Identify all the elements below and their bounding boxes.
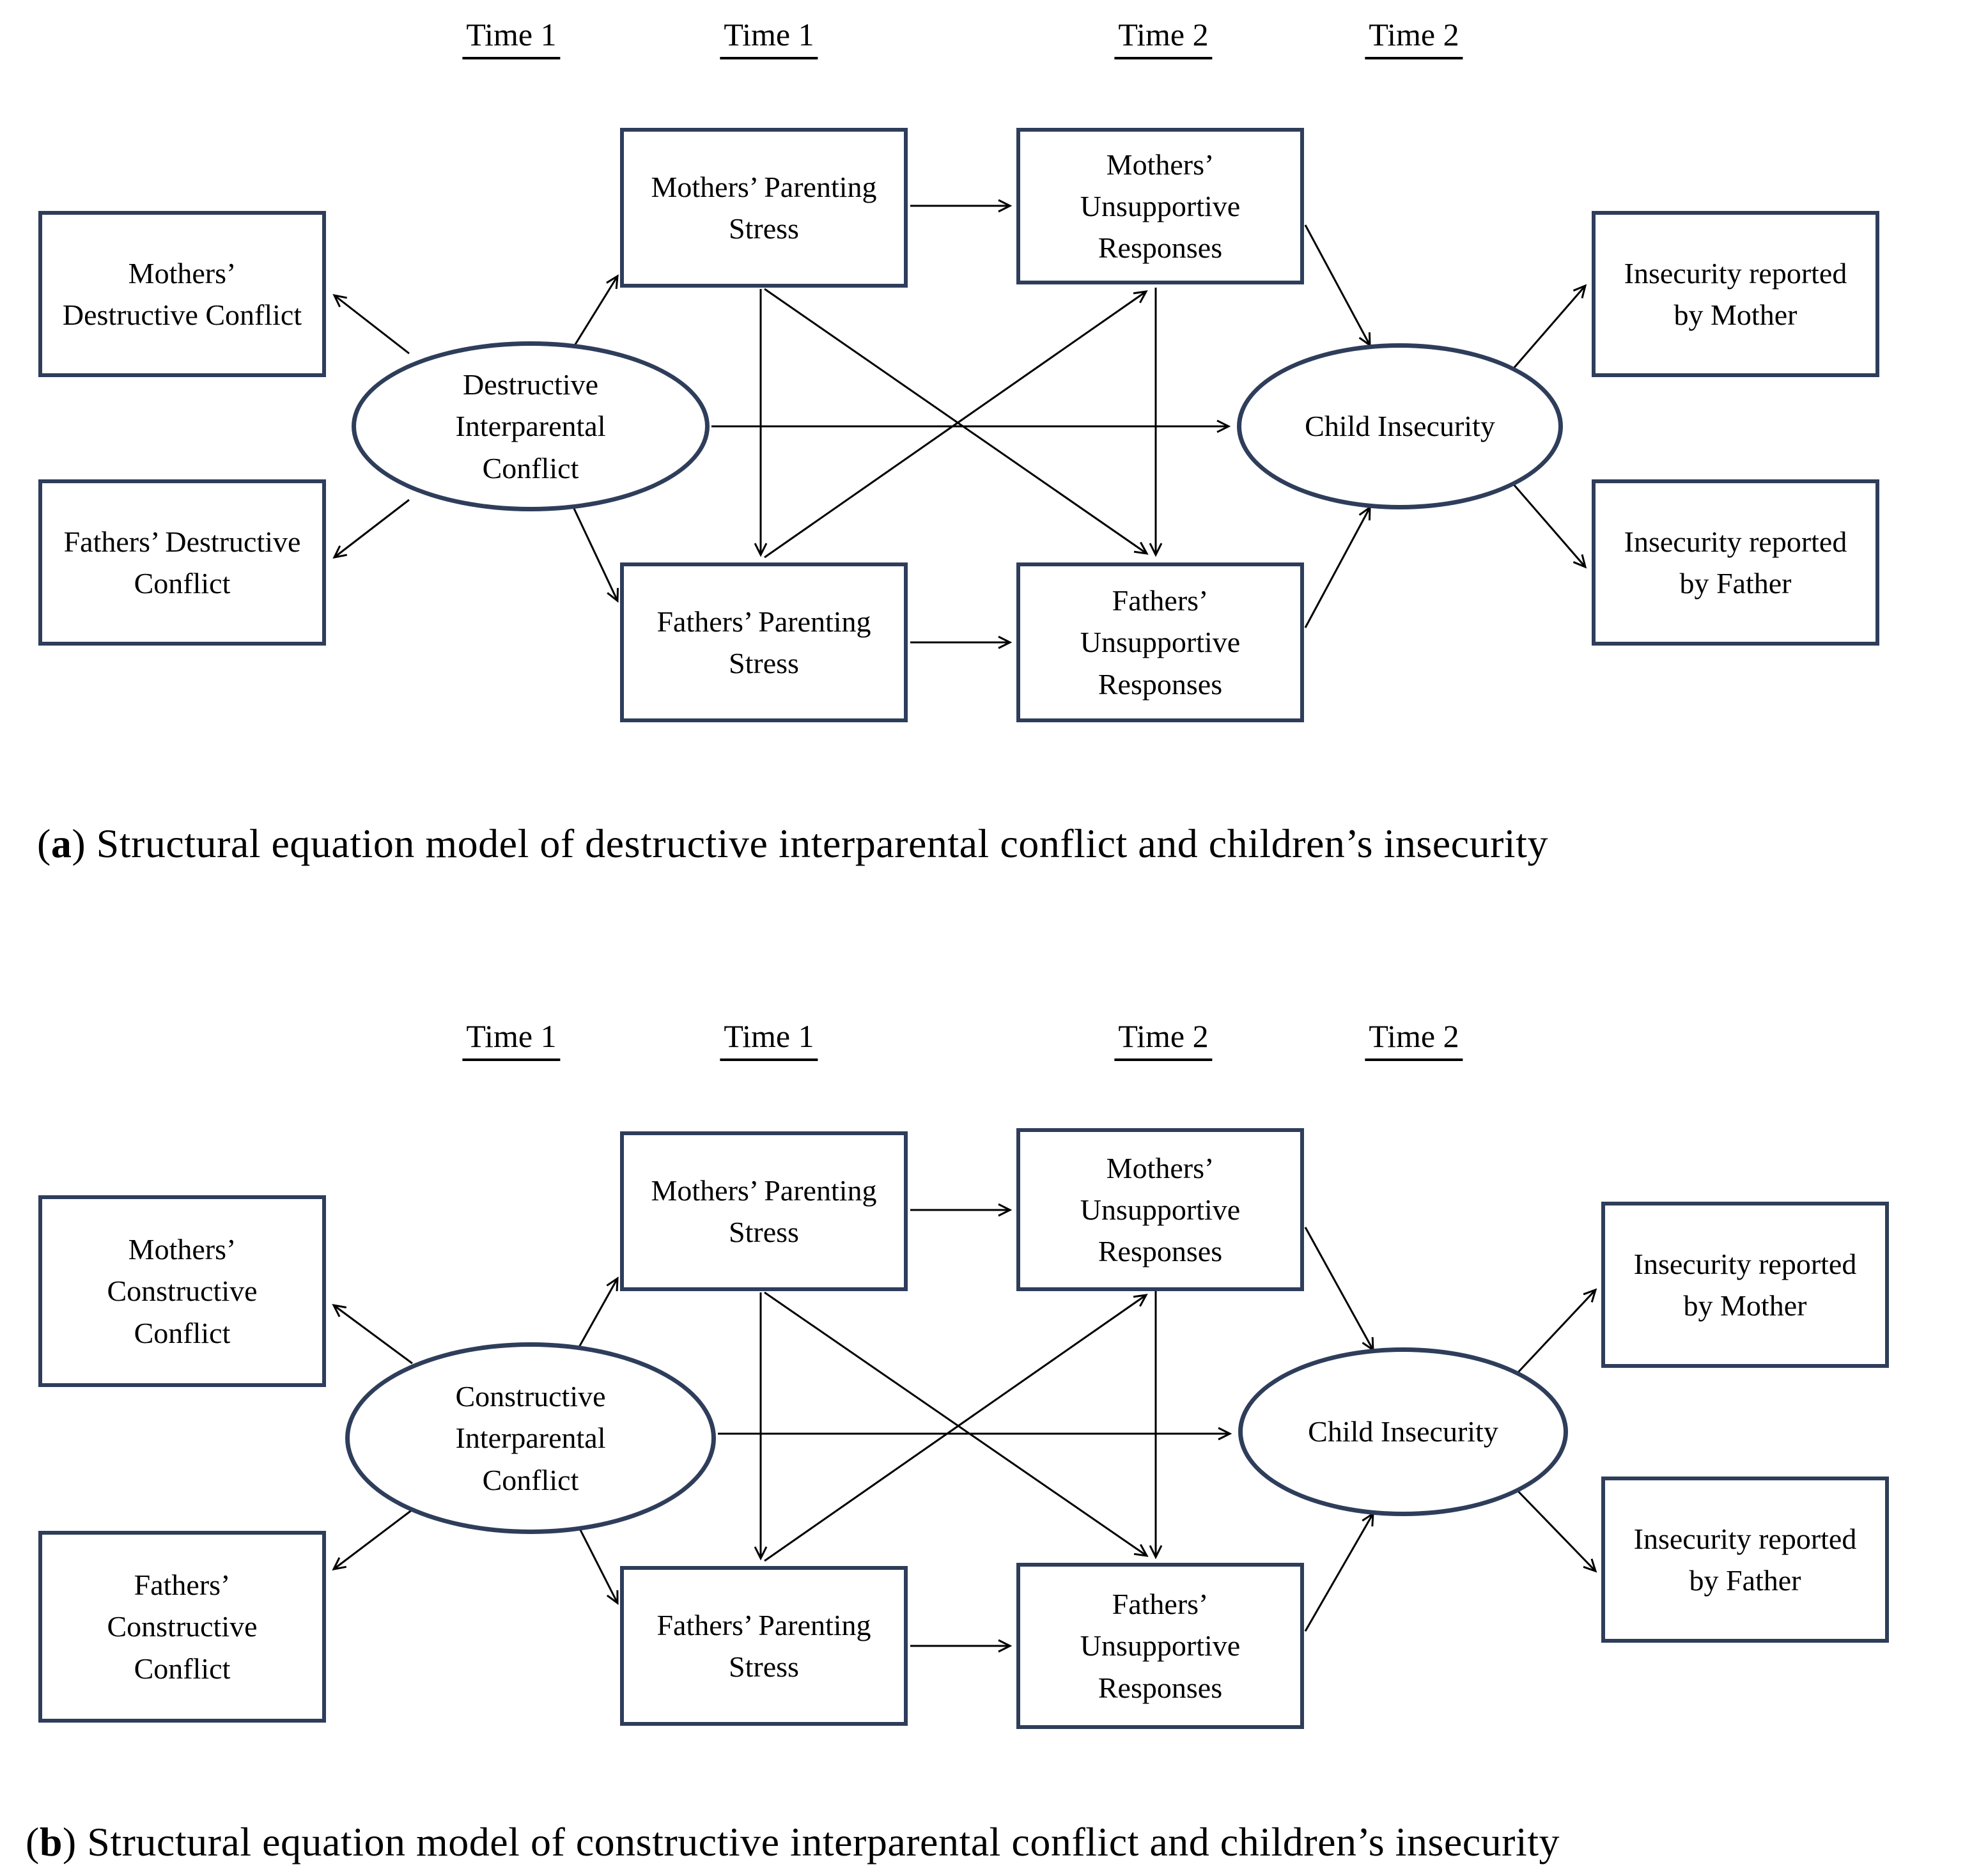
arrow-a-child-insecurity-to-insecurity-mother xyxy=(1512,284,1587,369)
ellipse-label: Constructive Interparental Conflict xyxy=(455,1380,606,1496)
box-a-mothers-unsupportive-responses: Mothers’ Unsupportive Responses xyxy=(1016,128,1304,284)
arrow-b-latent-to-father-conflict xyxy=(332,1508,413,1571)
box-label: Fathers’ Parenting Stress xyxy=(656,1608,871,1683)
time-label-b-1: Time 1 xyxy=(462,1018,561,1061)
box-b-fathers-parenting-stress: Fathers’ Parenting Stress xyxy=(620,1566,908,1726)
box-label: Mothers’ Parenting Stress xyxy=(651,1174,877,1248)
box-label: Fathers’ Constructive Conflict xyxy=(107,1569,258,1685)
time-label-a-2: Time 1 xyxy=(720,16,818,59)
box-label: Insecurity reported by Father xyxy=(1633,1522,1857,1597)
box-label: Mothers’ Destructive Conflict xyxy=(62,256,302,331)
caption-paren-open: ( xyxy=(37,821,51,866)
arrow-b-child-insecurity-to-insecurity-mother xyxy=(1515,1288,1597,1376)
arrow-b-mother-stress-to-father-responses xyxy=(764,1291,1149,1557)
arrow-a-latent-to-mother-conflict xyxy=(332,293,410,355)
ellipse-a-destructive-interparental-conflict: Destructive Interparental Conflict xyxy=(352,341,710,511)
arrow-a-child-insecurity-to-insecurity-father xyxy=(1512,484,1587,569)
box-label: Mothers’ Unsupportive Responses xyxy=(1080,1151,1241,1268)
box-a-fathers-destructive-conflict: Fathers’ Destructive Conflict xyxy=(38,479,326,646)
box-b-insecurity-reported-by-father: Insecurity reported by Father xyxy=(1601,1477,1889,1643)
box-label: Fathers’ Unsupportive Responses xyxy=(1080,584,1241,701)
box-a-mothers-destructive-conflict: Mothers’ Destructive Conflict xyxy=(38,211,326,377)
arrow-a-father-responses-to-child-insecurity xyxy=(1304,506,1371,628)
box-label: Insecurity reported by Mother xyxy=(1633,1247,1857,1322)
ellipse-a-child-insecurity: Child Insecurity xyxy=(1237,343,1563,509)
time-label-a-4: Time 2 xyxy=(1365,16,1463,59)
time-label-a-1: Time 1 xyxy=(462,16,561,59)
arrow-a-latent-to-father-conflict xyxy=(332,499,410,559)
box-a-fathers-unsupportive-responses: Fathers’ Unsupportive Responses xyxy=(1016,562,1304,722)
time-label-b-3: Time 2 xyxy=(1114,1018,1213,1061)
arrow-a-father-stress-to-mother-responses xyxy=(764,290,1148,559)
arrow-b-father-stress-to-mother-responses xyxy=(764,1294,1148,1562)
box-a-insecurity-reported-by-mother: Insecurity reported by Mother xyxy=(1592,211,1879,377)
box-b-mothers-constructive-conflict: Mothers’ Constructive Conflict xyxy=(38,1195,326,1387)
ellipse-label: Child Insecurity xyxy=(1305,410,1495,443)
box-label: Fathers’ Unsupportive Responses xyxy=(1080,1588,1241,1704)
box-label: Insecurity reported by Mother xyxy=(1624,256,1847,331)
ellipse-label: Destructive Interparental Conflict xyxy=(455,368,606,485)
box-label: Fathers’ Parenting Stress xyxy=(656,605,871,679)
time-label-b-4: Time 2 xyxy=(1365,1018,1463,1061)
ellipse-b-child-insecurity: Child Insecurity xyxy=(1238,1347,1568,1516)
caption-letter: b xyxy=(39,1819,63,1864)
caption-panel-a: (a) Structural equation model of destruc… xyxy=(37,820,1548,867)
caption-paren-close: ) xyxy=(72,821,97,866)
box-label: Mothers’ Unsupportive Responses xyxy=(1080,148,1241,265)
arrow-b-latent-to-mother-stress xyxy=(574,1276,619,1354)
box-label: Fathers’ Destructive Conflict xyxy=(63,525,301,600)
caption-paren-close: ) xyxy=(62,1819,88,1864)
time-label-a-3: Time 2 xyxy=(1114,16,1213,59)
ellipse-label: Child Insecurity xyxy=(1308,1415,1498,1448)
arrow-a-mother-responses-to-child-insecurity xyxy=(1304,224,1371,347)
caption-letter: a xyxy=(50,821,72,866)
box-a-mothers-parenting-stress: Mothers’ Parenting Stress xyxy=(620,128,908,288)
caption-text: Structural equation model of destructive… xyxy=(96,821,1548,866)
box-a-insecurity-reported-by-father: Insecurity reported by Father xyxy=(1592,479,1879,646)
caption-text: Structural equation model of constructiv… xyxy=(87,1819,1560,1864)
arrow-b-child-insecurity-to-insecurity-father xyxy=(1515,1488,1597,1573)
box-label: Mothers’ Constructive Conflict xyxy=(107,1233,258,1349)
box-a-fathers-parenting-stress: Fathers’ Parenting Stress xyxy=(620,562,908,722)
time-label-b-2: Time 1 xyxy=(720,1018,818,1061)
box-b-mothers-unsupportive-responses: Mothers’ Unsupportive Responses xyxy=(1016,1128,1304,1291)
arrow-b-latent-to-father-stress xyxy=(574,1519,619,1605)
box-label: Mothers’ Parenting Stress xyxy=(651,170,877,245)
arrow-a-latent-to-father-stress xyxy=(570,501,619,603)
arrow-a-mother-stress-to-father-responses xyxy=(764,288,1149,555)
box-b-mothers-parenting-stress: Mothers’ Parenting Stress xyxy=(620,1131,908,1291)
arrow-b-latent-to-mother-conflict xyxy=(332,1304,413,1365)
box-b-fathers-constructive-conflict: Fathers’ Constructive Conflict xyxy=(38,1531,326,1723)
arrow-a-latent-to-mother-stress xyxy=(570,274,619,352)
arrow-b-mother-responses-to-child-insecurity xyxy=(1304,1227,1374,1352)
arrow-b-father-responses-to-child-insecurity xyxy=(1304,1512,1374,1632)
caption-panel-b: (b) Structural equation model of constru… xyxy=(26,1818,1560,1866)
caption-paren-open: ( xyxy=(26,1819,40,1864)
box-b-insecurity-reported-by-mother: Insecurity reported by Mother xyxy=(1601,1202,1889,1368)
box-b-fathers-unsupportive-responses: Fathers’ Unsupportive Responses xyxy=(1016,1563,1304,1729)
box-label: Insecurity reported by Father xyxy=(1624,525,1847,600)
ellipse-b-constructive-interparental-conflict: Constructive Interparental Conflict xyxy=(345,1342,716,1534)
